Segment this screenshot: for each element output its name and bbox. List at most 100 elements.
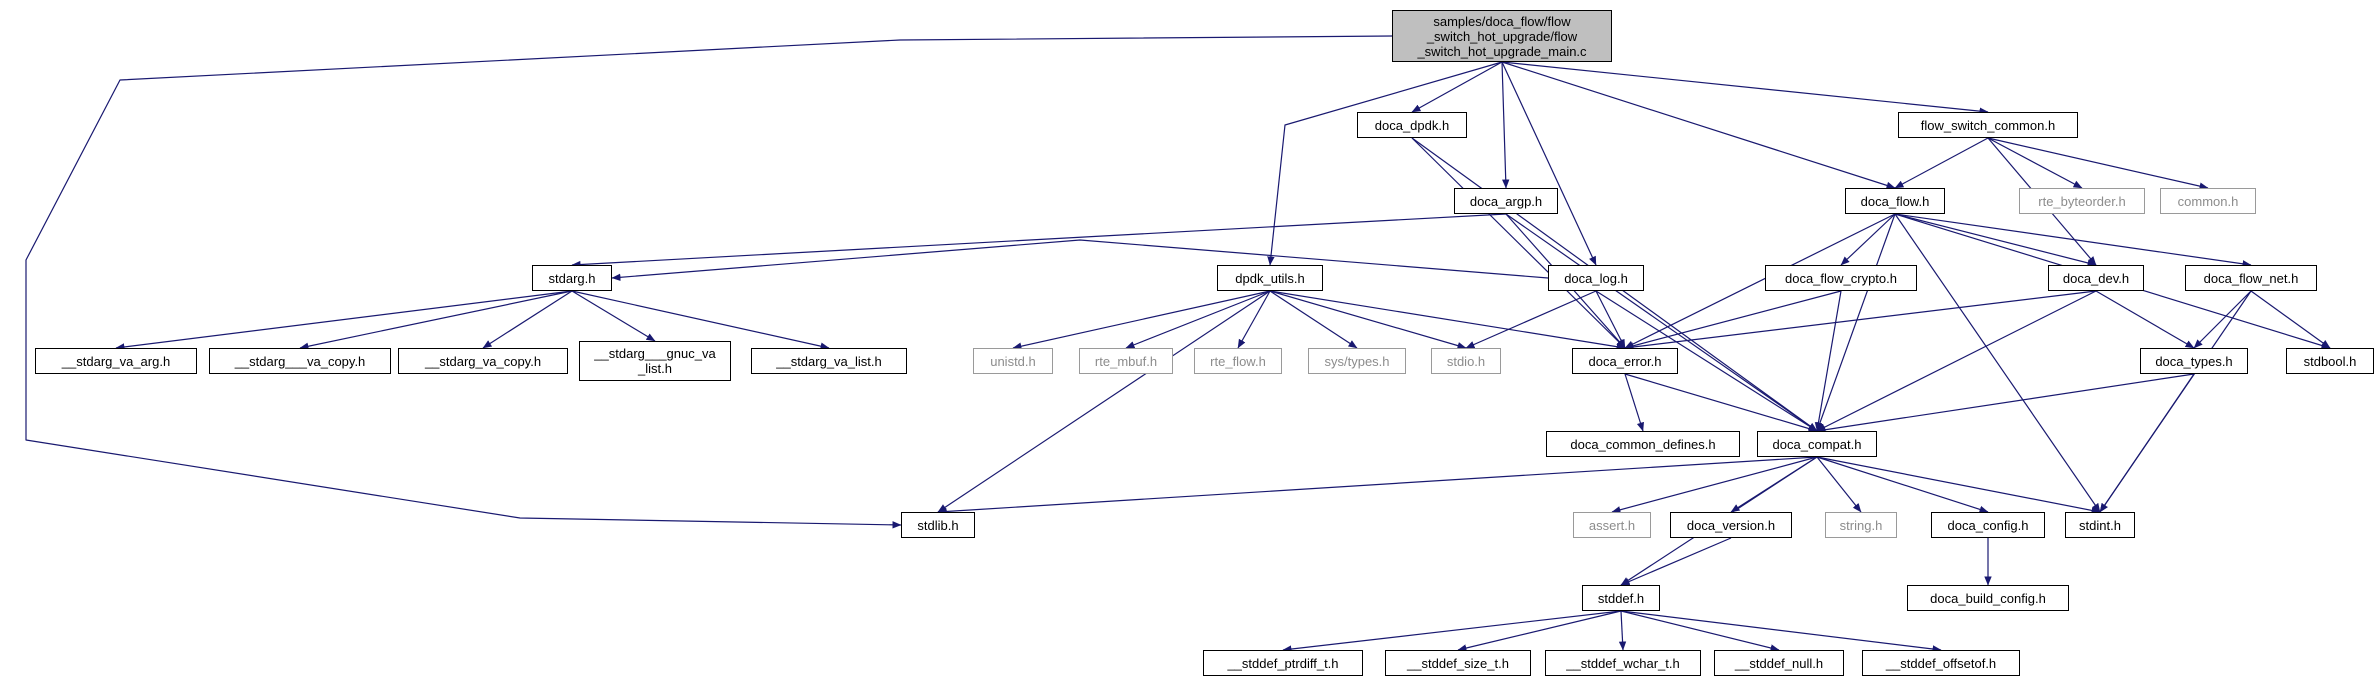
node-label: stdlib.h bbox=[917, 517, 959, 533]
node-label: samples/doca_flow/flow bbox=[1433, 13, 1571, 29]
node-string: string.h bbox=[1825, 512, 1897, 538]
node-doca_argp[interactable]: doca_argp.h bbox=[1454, 188, 1558, 214]
edge-doca_types-to-stdint bbox=[2099, 373, 2195, 513]
node-label: doca_version.h bbox=[1686, 517, 1776, 533]
edge-doca_flow-to-doca_compat bbox=[1816, 213, 1896, 432]
edge-doca_dev-to-doca_error bbox=[1624, 290, 2097, 351]
node-label: rte_mbuf.h bbox=[1094, 353, 1158, 369]
node-stdint[interactable]: stdint.h bbox=[2065, 512, 2135, 538]
node-doca_dev[interactable]: doca_dev.h bbox=[2048, 265, 2144, 291]
node-label: doca_common_defines.h bbox=[1570, 436, 1716, 452]
edge-doca_flow-to-doca_flow_net bbox=[1894, 213, 2252, 268]
edge-main-to-flow_switch_common bbox=[1501, 61, 1989, 115]
edge-doca_dev-to-doca_types bbox=[2095, 290, 2195, 349]
node-assert: assert.h bbox=[1573, 512, 1651, 538]
edge-doca_error-to-doca_compat bbox=[1624, 373, 1818, 433]
node-doca_types[interactable]: doca_types.h bbox=[2140, 348, 2248, 374]
edge-doca_types-to-doca_compat bbox=[1816, 373, 2195, 434]
node-label: doca_types.h bbox=[2155, 353, 2233, 369]
node-label: __stddef_ptrdiff_t.h bbox=[1227, 655, 1339, 671]
node-stdbool[interactable]: stdbool.h bbox=[2286, 348, 2374, 374]
edge-doca_dpdk-to-doca_error bbox=[1411, 137, 1626, 349]
edge-doca_dev-to-doca_compat bbox=[1816, 290, 2097, 432]
node-stddef[interactable]: stddef.h bbox=[1582, 585, 1660, 611]
node-label: doca_argp.h bbox=[1469, 193, 1543, 209]
node-va_copy_g[interactable]: __stdarg___va_copy.h bbox=[209, 348, 391, 374]
node-label: doca_dpdk.h bbox=[1374, 117, 1450, 133]
node-wchar_t[interactable]: __stddef_wchar_t.h bbox=[1545, 650, 1701, 676]
edge-dpdk_utils-to-unistd bbox=[1012, 290, 1271, 350]
node-label: stdbool.h bbox=[2303, 353, 2357, 369]
edge-doca_log-to-stdarg bbox=[611, 239, 1549, 281]
edge-doca_flow_crypto-to-doca_error bbox=[1624, 290, 1842, 350]
edge-doca_log-to-doca_error bbox=[1595, 290, 1626, 349]
node-doca_flow_net[interactable]: doca_flow_net.h bbox=[2185, 265, 2317, 291]
node-doca_config[interactable]: doca_config.h bbox=[1931, 512, 2045, 538]
node-label: stdio.h bbox=[1446, 353, 1486, 369]
edge-stdarg-to-va_list bbox=[571, 290, 830, 350]
edge-doca_argp-to-stdarg bbox=[571, 213, 1507, 269]
edge-dpdk_utils-to-rte_flow bbox=[1237, 290, 1271, 349]
node-label: doca_config.h bbox=[1947, 517, 2029, 533]
edge-doca_compat-to-string bbox=[1816, 456, 1862, 513]
node-label: __stddef_size_t.h bbox=[1407, 655, 1509, 671]
edge-stddef-to-ptrdiff bbox=[1282, 610, 1622, 653]
edge-doca_flow-to-stdint bbox=[1894, 213, 2101, 513]
node-doca_common_defines[interactable]: doca_common_defines.h bbox=[1546, 431, 1740, 457]
edge-stddef-to-offsetof bbox=[1620, 610, 1942, 653]
node-label: string.h bbox=[1839, 517, 1883, 533]
node-offsetof[interactable]: __stddef_offsetof.h bbox=[1862, 650, 2020, 676]
node-doca_flow_crypto[interactable]: doca_flow_crypto.h bbox=[1765, 265, 1917, 291]
node-label: stddef.h bbox=[1597, 590, 1645, 606]
edge-flow_switch_common-to-common bbox=[1987, 137, 2209, 190]
node-label: doca_error.h bbox=[1588, 353, 1662, 369]
node-stdio: stdio.h bbox=[1431, 348, 1501, 374]
edge-stddef-to-size_t bbox=[1457, 610, 1622, 652]
node-label: doca_compat.h bbox=[1772, 436, 1862, 452]
node-stdlib[interactable]: stdlib.h bbox=[901, 512, 975, 538]
node-va_copy[interactable]: __stdarg_va_copy.h bbox=[398, 348, 568, 374]
node-label: doca_dev.h bbox=[2062, 270, 2130, 286]
node-flow_switch_common[interactable]: flow_switch_common.h bbox=[1898, 112, 2078, 138]
node-label: __stddef_wchar_t.h bbox=[1566, 655, 1680, 671]
node-label: doca_flow_crypto.h bbox=[1784, 270, 1897, 286]
node-label: __stdarg_va_arg.h bbox=[61, 353, 171, 369]
node-doca_dpdk[interactable]: doca_dpdk.h bbox=[1357, 112, 1467, 138]
node-dpdk_utils[interactable]: dpdk_utils.h bbox=[1217, 265, 1323, 291]
node-doca_flow[interactable]: doca_flow.h bbox=[1845, 188, 1945, 214]
edge-doca_flow_crypto-to-doca_compat bbox=[1814, 290, 1842, 432]
node-ptrdiff[interactable]: __stddef_ptrdiff_t.h bbox=[1203, 650, 1363, 676]
node-gnuc_va_list[interactable]: __stdarg___gnuc_va_list.h bbox=[579, 341, 731, 381]
node-label: dpdk_utils.h bbox=[1235, 270, 1305, 286]
node-sys_types: sys/types.h bbox=[1308, 348, 1406, 374]
edge-flow_switch_common-to-rte_byteorder bbox=[1987, 137, 2083, 189]
node-main: samples/doca_flow/flow_switch_hot_upgrad… bbox=[1392, 10, 1612, 62]
edge-doca_flow-to-doca_error bbox=[1624, 213, 1896, 349]
node-doca_compat[interactable]: doca_compat.h bbox=[1757, 431, 1877, 457]
node-doca_version[interactable]: doca_version.h bbox=[1670, 512, 1792, 538]
node-rte_byteorder: rte_byteorder.h bbox=[2019, 188, 2145, 214]
node-size_t[interactable]: __stddef_size_t.h bbox=[1385, 650, 1531, 676]
node-doca_error[interactable]: doca_error.h bbox=[1572, 348, 1678, 374]
edge-doca_version-to-stddef bbox=[1620, 537, 1732, 586]
edge-doca_argp-to-doca_compat bbox=[1505, 213, 1818, 432]
node-stdarg[interactable]: stdarg.h bbox=[532, 265, 612, 291]
node-null[interactable]: __stddef_null.h bbox=[1714, 650, 1844, 676]
node-label: doca_log.h bbox=[1564, 270, 1628, 286]
edge-main-to-dpdk_utils bbox=[1267, 61, 1503, 266]
node-va_arg[interactable]: __stdarg_va_arg.h bbox=[35, 348, 197, 374]
node-rte_mbuf: rte_mbuf.h bbox=[1079, 348, 1173, 374]
node-doca_log[interactable]: doca_log.h bbox=[1548, 265, 1644, 291]
node-label: stdarg.h bbox=[548, 270, 596, 286]
node-doca_build_config[interactable]: doca_build_config.h bbox=[1907, 585, 2069, 611]
edge-doca_flow-to-doca_flow_crypto bbox=[1840, 213, 1896, 266]
edge-doca_compat-to-doca_config bbox=[1816, 456, 1989, 513]
node-label: rte_flow.h bbox=[1210, 353, 1266, 369]
node-va_list[interactable]: __stdarg_va_list.h bbox=[751, 348, 907, 374]
edge-doca_compat-to-assert bbox=[1611, 456, 1818, 514]
edge-doca_log-to-doca_compat bbox=[1595, 290, 1818, 432]
edge-doca_error-to-doca_common_defines bbox=[1624, 373, 1644, 432]
node-label: _list.h bbox=[638, 361, 672, 376]
